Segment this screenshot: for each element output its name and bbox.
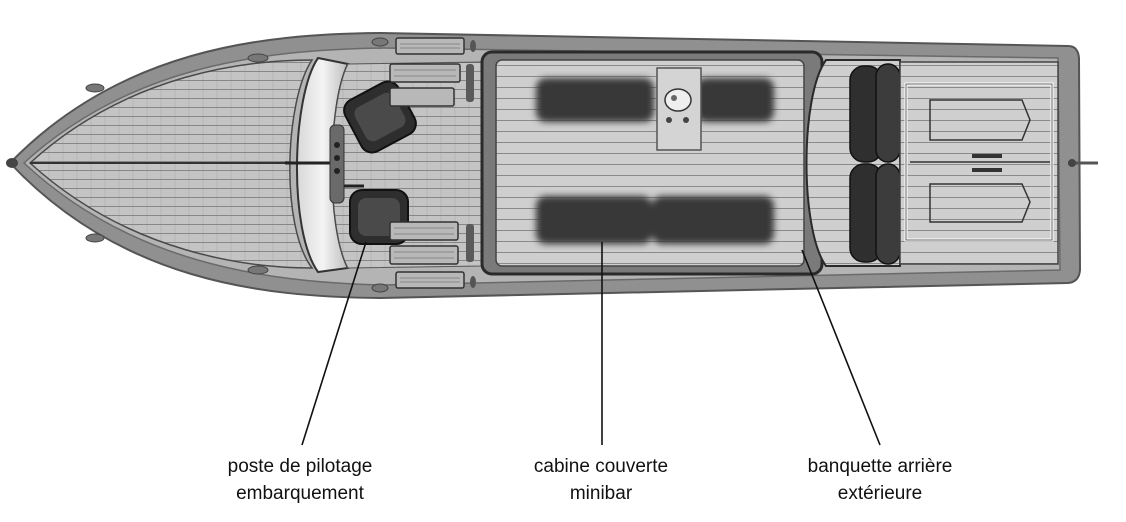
label-bench-line2: extérieure bbox=[837, 483, 923, 504]
leader-line-cockpit bbox=[301, 241, 367, 446]
label-cabin-line2: minibar bbox=[569, 483, 633, 504]
stern-deck bbox=[899, 61, 1059, 265]
label-cockpit-line1: poste de pilotage bbox=[227, 456, 373, 477]
cushion-icon bbox=[536, 196, 652, 244]
cushion-icon bbox=[536, 78, 654, 122]
sunbed-pad bbox=[929, 99, 1031, 141]
label-cockpit: poste de pilotage embarquement bbox=[198, 453, 402, 507]
label-cabin-line1: cabine couverte bbox=[533, 456, 669, 477]
cushion-icon bbox=[696, 78, 774, 122]
cabin-seating bbox=[536, 78, 774, 244]
rear-bench bbox=[849, 63, 901, 265]
sunbed-pad bbox=[929, 183, 1031, 223]
sink-icon bbox=[656, 67, 702, 151]
side-hatches bbox=[389, 37, 465, 289]
leader-line-bench bbox=[801, 249, 881, 446]
cushion-icon bbox=[652, 196, 774, 244]
dashboard bbox=[329, 124, 345, 204]
label-bench: banquette arrière extérieure bbox=[782, 453, 978, 507]
label-bench-line1: banquette arrière bbox=[807, 456, 953, 477]
bow-cleat bbox=[6, 158, 18, 168]
label-cockpit-line2: embarquement bbox=[236, 483, 364, 504]
label-cabin: cabine couverte minibar bbox=[510, 453, 692, 507]
